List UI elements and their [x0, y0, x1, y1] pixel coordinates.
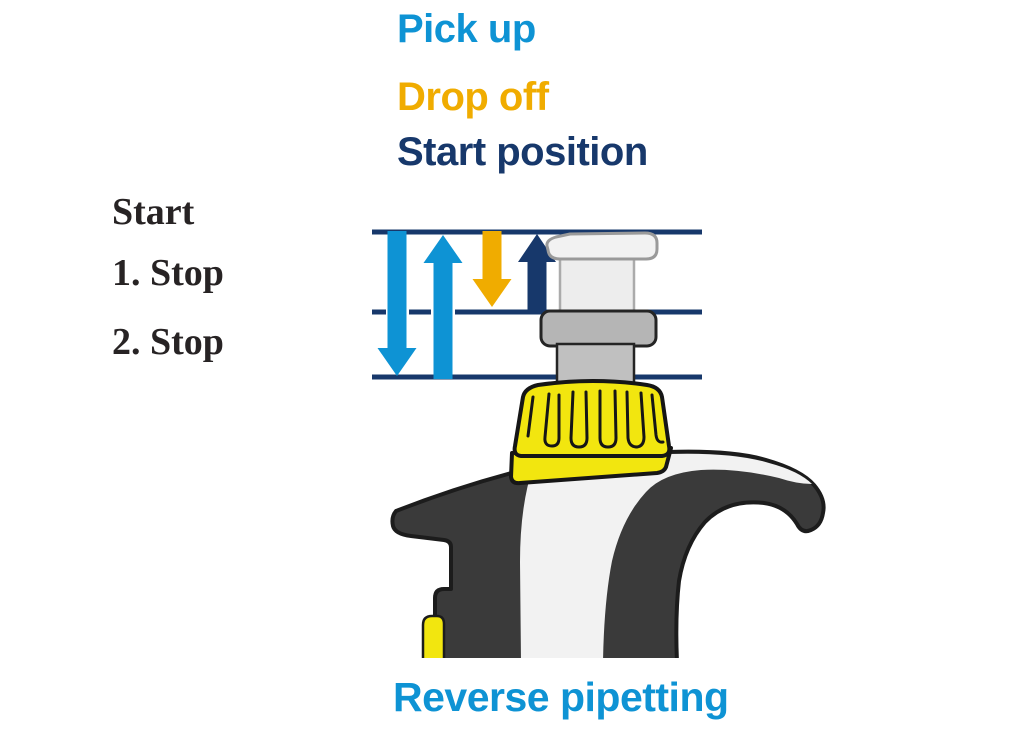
legend-drop-off: Drop off — [397, 75, 549, 119]
plunger-cap — [545, 231, 659, 261]
plunger-collar — [539, 309, 658, 348]
legend-start-position: Start position — [397, 130, 648, 174]
start-position-up-arrow-icon — [518, 234, 556, 314]
body-highlight-stripe — [520, 453, 812, 658]
legend-pick-up: Pick up — [397, 7, 536, 51]
volume-knob — [509, 379, 673, 486]
label-second-stop: 2. Stop — [112, 321, 224, 363]
plunger-shaft-lower — [555, 342, 636, 388]
plunger-shaft-upper — [558, 250, 636, 316]
pick-up-down-arrow-icon — [377, 231, 417, 376]
ejector-button — [421, 614, 446, 658]
label-start: Start — [112, 191, 195, 233]
drop-off-down-arrow-icon — [472, 231, 512, 307]
caption-reverse-pipetting: Reverse pipetting — [393, 674, 729, 720]
pick-up-up-arrow-icon — [423, 235, 463, 379]
label-first-stop: 1. Stop — [112, 252, 224, 294]
knob-grooves — [526, 389, 665, 449]
volume-knob-knurl — [512, 379, 672, 458]
